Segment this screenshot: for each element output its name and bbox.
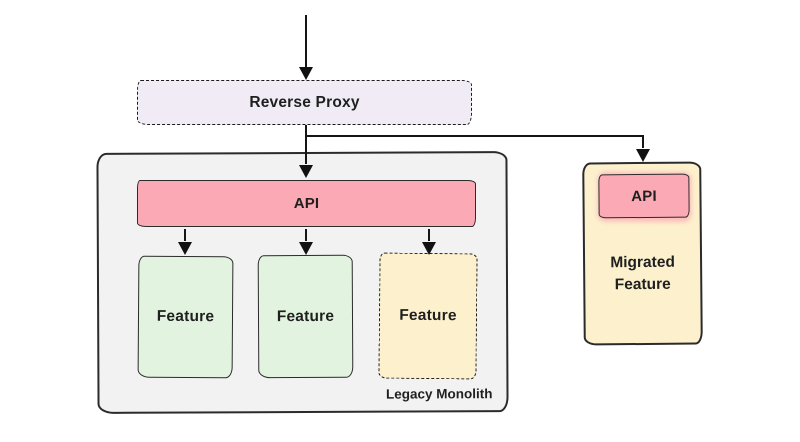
arrowhead-proxy-to-migrated <box>636 149 650 162</box>
legacy-monolith-label: Legacy Monolith <box>385 386 493 402</box>
migrated-feature-box: API Migrated Feature <box>582 161 703 346</box>
reverse-proxy-box: Reverse Proxy <box>137 80 472 125</box>
feature-box-3-dashed: Feature <box>378 252 478 380</box>
feature-label-3: Feature <box>399 306 457 325</box>
feature-label-2: Feature <box>276 307 335 325</box>
feature-box-1: Feature <box>137 255 234 379</box>
arrowhead-incoming <box>299 67 313 80</box>
arrow-proxy-to-migrated <box>306 135 644 148</box>
monolith-api-box: API <box>137 180 476 227</box>
migrated-feature-label: Migrated Feature <box>610 253 675 293</box>
reverse-proxy-label: Reverse Proxy <box>249 93 360 111</box>
monolith-api-label: API <box>293 195 320 212</box>
migrated-api-label: API <box>631 187 657 205</box>
migrated-api-box: API <box>598 173 690 219</box>
feature-box-2: Feature <box>257 254 354 379</box>
feature-label-1: Feature <box>156 307 215 326</box>
